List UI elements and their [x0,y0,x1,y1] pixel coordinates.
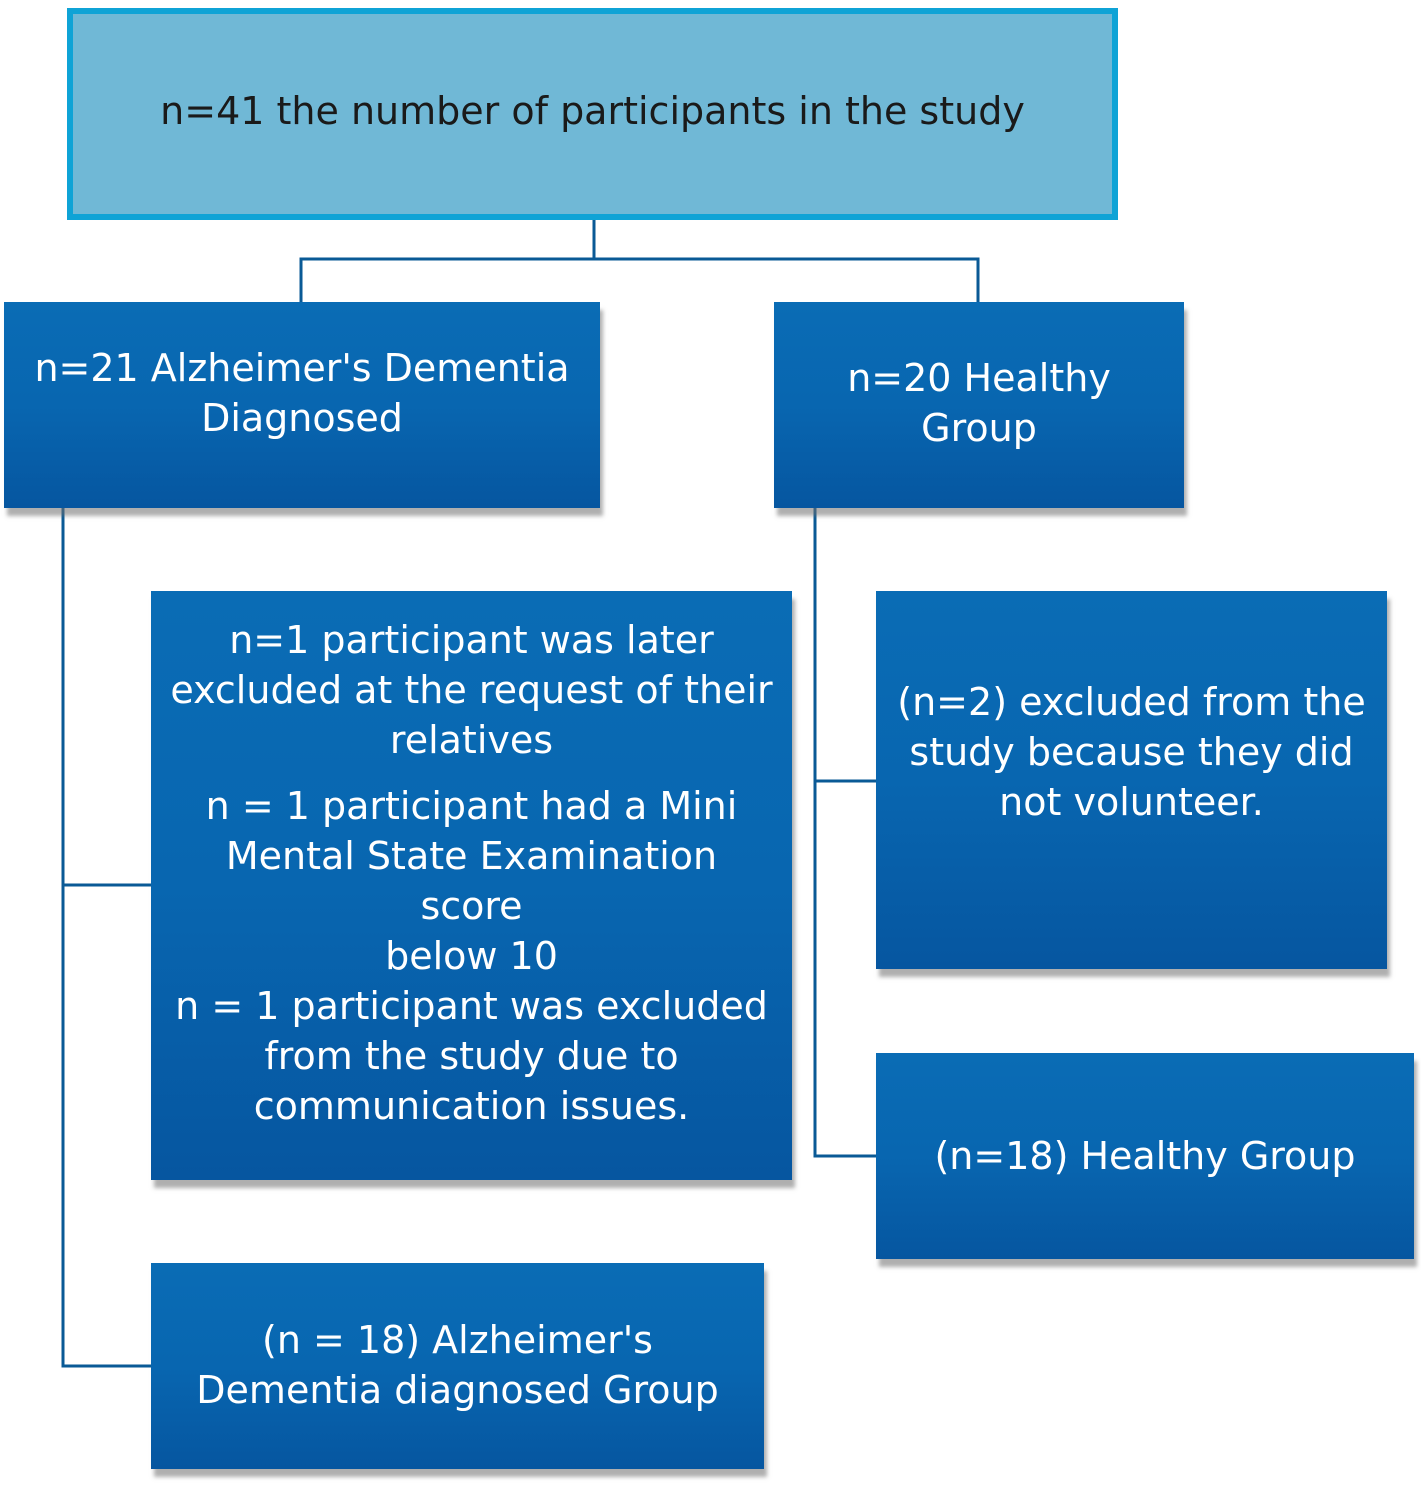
alzheimers-exclusion-box: n=1 participant was later excluded at th… [151,591,792,1180]
healthy-group-label: n=20 Healthy Group [847,356,1111,450]
connector-root-right [594,257,980,302]
root-participants-box: n=41 the number of participants in the s… [67,8,1118,220]
healthy-exclusion-label: (n=2) excluded from the study because th… [897,680,1366,824]
alzheimers-exclusion-mmse-communication: n = 1 participant had a Mini Mental Stat… [175,784,768,1128]
healthy-final-label: (n=18) Healthy Group [934,1134,1356,1178]
alzheimers-group-label: n=21 Alzheimer's Dementia Diagnosed [34,346,570,440]
healthy-final-box: (n=18) Healthy Group [876,1053,1414,1259]
connector-left-spine [61,508,151,1368]
connector-right-spine [813,508,876,1158]
alzheimers-final-box: (n = 18) Alzheimer's Dementia diagnosed … [151,1263,764,1469]
alzheimers-final-label: (n = 18) Alzheimer's Dementia diagnosed … [196,1318,719,1412]
healthy-group-box: n=20 Healthy Group [774,302,1184,508]
connector-root-split [299,220,596,302]
alzheimers-exclusion-relatives: n=1 participant was later excluded at th… [170,618,773,762]
alzheimers-group-box: n=21 Alzheimer's Dementia Diagnosed [4,302,600,508]
root-participants-label: n=41 the number of participants in the s… [160,89,1025,133]
healthy-exclusion-box: (n=2) excluded from the study because th… [876,591,1387,969]
